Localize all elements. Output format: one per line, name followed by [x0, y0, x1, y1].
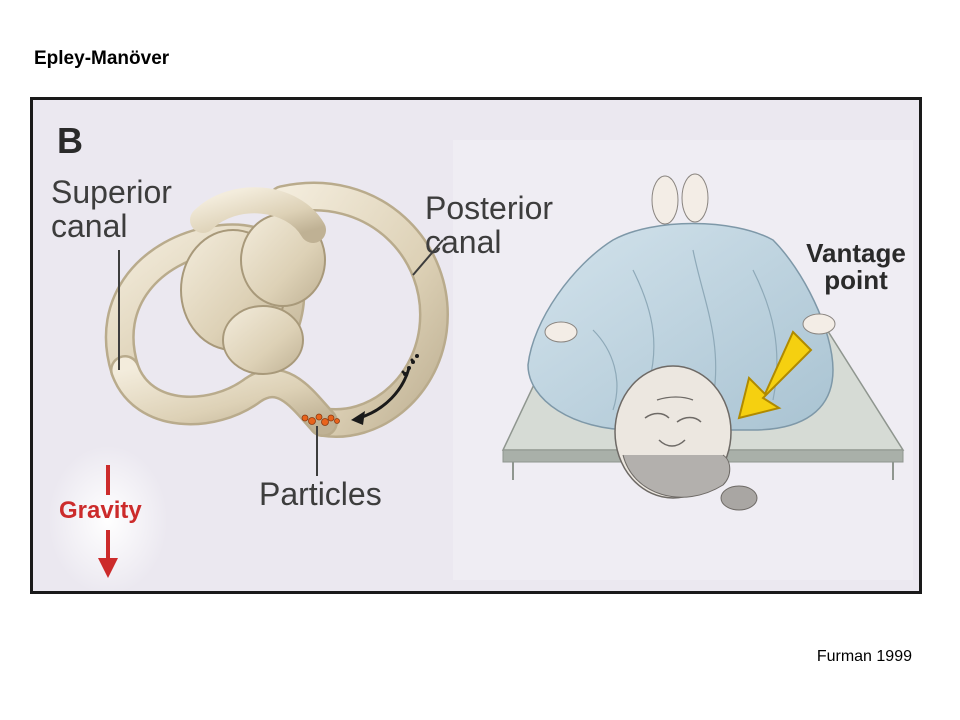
inner-ear-canals: [104, 181, 449, 438]
hair-bun: [720, 485, 758, 511]
panel-letter: B: [57, 120, 83, 161]
hospital-gown: [527, 222, 834, 431]
posterior-canal-label-line-1: Posterior: [425, 190, 554, 226]
patient-illustration: [501, 173, 905, 511]
arrow-down-icon: [98, 465, 118, 578]
leader-lines: [118, 239, 444, 476]
curved-arrow-icon: [351, 354, 419, 425]
arrow-down-left-icon: [737, 330, 813, 420]
illustration: [48, 140, 913, 591]
posterior-canal-label-line-2: canal: [425, 223, 502, 260]
superior-canal-label-line-1: Superior: [51, 174, 172, 210]
vantage-point-label-line-1: Vantage: [806, 238, 906, 268]
particles-label: Particles: [259, 476, 382, 512]
gravity-glow: [48, 445, 168, 591]
gravity-label: Gravity: [59, 497, 142, 524]
particles-icon: [301, 413, 340, 426]
vantage-point-label-line-2: point: [824, 265, 888, 296]
slide-title: Epley-Manöver: [34, 48, 170, 69]
leader-posterior: [412, 239, 444, 276]
superior-canal-label-line-2: canal: [51, 207, 128, 244]
citation: Furman 1999: [816, 648, 912, 665]
